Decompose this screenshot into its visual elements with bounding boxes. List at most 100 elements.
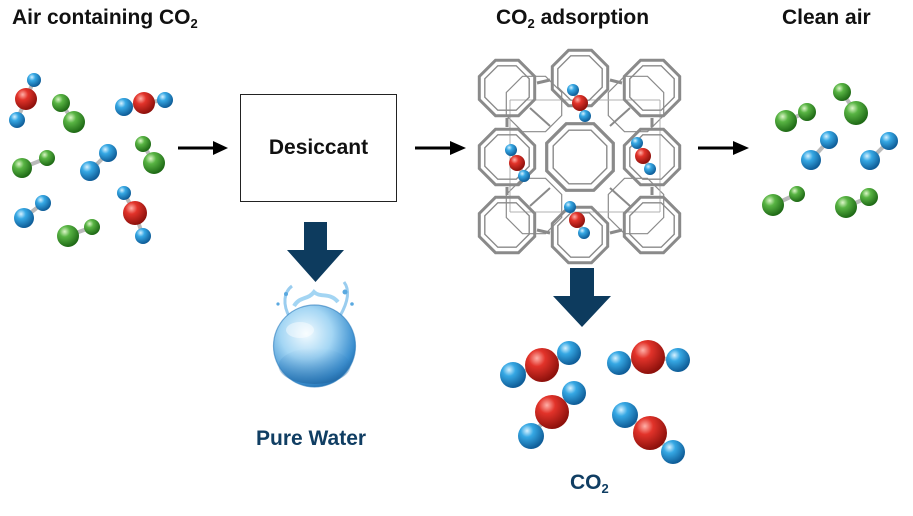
o2-molecule: [14, 195, 51, 228]
blue-atom: [880, 132, 898, 150]
framework-strut: [609, 107, 631, 127]
oxygen-atom: [133, 92, 155, 114]
blue-atom: [157, 92, 173, 108]
flow-arrow-2: [415, 141, 466, 155]
down-arrow-water: [287, 222, 344, 282]
green-atom: [84, 219, 100, 235]
framework-strut: [536, 78, 551, 85]
green-atom: [798, 103, 816, 121]
green-atom: [52, 94, 70, 112]
green-atom: [775, 110, 797, 132]
blue-atom: [518, 423, 544, 449]
framework-strut: [536, 228, 551, 235]
framework-ring: [629, 134, 675, 180]
oxygen-atom: [525, 348, 559, 382]
framework-ring: [477, 58, 537, 118]
framework-ring: [557, 55, 603, 101]
desiccant-box: Desiccant: [240, 94, 397, 202]
oxygen-atom: [509, 155, 525, 171]
framework-ring: [629, 202, 675, 248]
title-air-containing-co2: Air containing CO2: [12, 6, 198, 31]
framework-ring: [622, 127, 682, 187]
n2-molecule: [57, 219, 100, 247]
zeolite-framework-icon: [477, 48, 682, 265]
green-atom: [844, 101, 868, 125]
framework-ring: [550, 205, 610, 265]
framework-strut: [609, 228, 623, 235]
blue-atom: [567, 84, 579, 96]
oxygen-atom: [631, 340, 665, 374]
n2-molecule: [775, 103, 816, 132]
oxygen-atom: [635, 148, 651, 164]
trapped-co2-molecule: [567, 84, 591, 122]
blue-atom: [117, 186, 131, 200]
green-atom: [57, 225, 79, 247]
blue-atom: [562, 381, 586, 405]
n2-molecule: [762, 186, 805, 216]
n2-molecule: [52, 94, 85, 133]
title-adsorption-co: CO: [496, 6, 528, 29]
down-arrow-co2: [553, 268, 611, 327]
blue-atom: [14, 208, 34, 228]
blue-atom: [666, 348, 690, 372]
framework-ring: [607, 177, 665, 235]
oxygen-atom: [572, 95, 588, 111]
blue-atom: [578, 227, 590, 239]
framework-ring: [545, 122, 615, 192]
co2-molecule: [117, 186, 151, 244]
green-atom: [833, 83, 851, 101]
framework-strut: [529, 107, 551, 127]
title-co2-adsorption: CO2 adsorption: [496, 6, 649, 31]
blue-atom: [860, 150, 880, 170]
blue-atom: [820, 131, 838, 149]
blue-atom: [505, 144, 517, 156]
blue-atom: [579, 110, 591, 122]
co2-output-subscript: 2: [601, 481, 609, 496]
framework-ring: [557, 212, 603, 258]
green-atom: [39, 150, 55, 166]
blue-atom: [99, 144, 117, 162]
framework-ring: [622, 58, 682, 118]
co2-output-text: CO: [570, 471, 602, 494]
green-atom: [143, 152, 165, 174]
blue-atom: [564, 201, 576, 213]
blue-atom: [115, 98, 133, 116]
green-atom: [63, 111, 85, 133]
framework-ring: [477, 127, 537, 187]
trapped-co2-molecule: [564, 201, 590, 239]
n2-molecule: [135, 136, 165, 174]
title-adsorption-rest: adsorption: [534, 6, 650, 29]
molecule-group: [9, 73, 898, 464]
blue-atom: [518, 170, 530, 182]
blue-atom: [35, 195, 51, 211]
framework-strut: [529, 187, 551, 207]
title-clean-air: Clean air: [782, 6, 871, 29]
n2-molecule: [12, 150, 55, 178]
framework-strut: [609, 187, 631, 207]
green-atom: [860, 188, 878, 206]
n2-molecule: [835, 188, 878, 218]
oxygen-atom: [535, 395, 569, 429]
blue-atom: [644, 163, 656, 175]
framework-ring: [477, 195, 537, 255]
co2-output-label: CO2: [570, 471, 609, 496]
water-drop-icon: [272, 281, 357, 388]
blue-atom: [80, 161, 100, 181]
blue-atom: [631, 137, 643, 149]
oxygen-atom: [123, 201, 147, 225]
framework-ring: [629, 65, 675, 111]
flow-arrow-3: [698, 141, 749, 155]
green-atom: [762, 194, 784, 216]
framework-strut: [609, 78, 623, 85]
o2-molecule: [801, 131, 838, 170]
co2-molecule: [500, 341, 581, 388]
trapped-co2-molecule: [631, 137, 656, 175]
framework-ring: [484, 65, 530, 111]
co2-molecule: [115, 92, 173, 116]
oxygen-atom: [15, 88, 37, 110]
blue-atom: [135, 228, 151, 244]
title-air-text: Air containing CO: [12, 6, 191, 29]
green-atom: [835, 196, 857, 218]
